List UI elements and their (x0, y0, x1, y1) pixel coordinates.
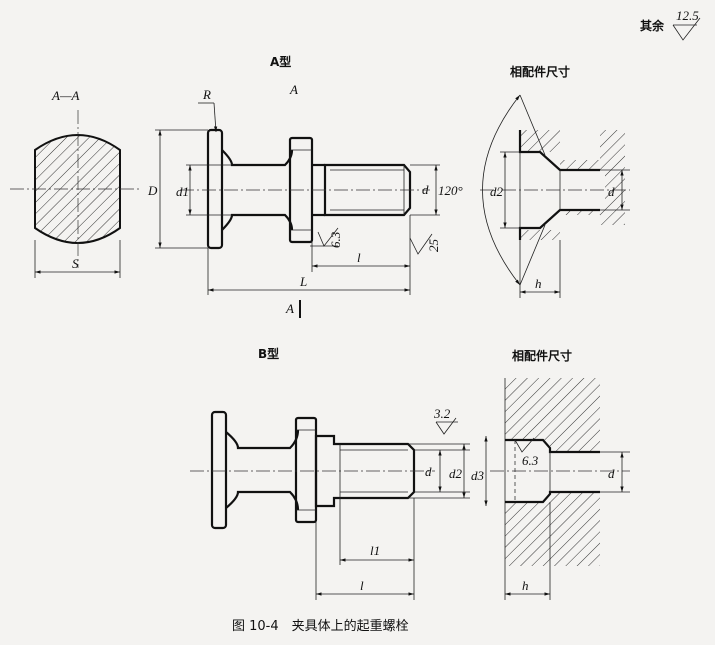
radius-label: R (202, 87, 211, 102)
mating-a-d: d (608, 184, 615, 199)
type-b-length-l1: l1 (370, 543, 380, 558)
mating-angle: 120° (438, 183, 463, 198)
type-a-mating: 相配件尺寸 120° d2 d h (438, 64, 630, 298)
type-b-mating-title: 相配件尺寸 (512, 348, 572, 363)
section-label: A—A (51, 88, 80, 103)
mating-a-d2: d2 (490, 184, 504, 199)
roughness-value: 12.5 (676, 8, 699, 23)
type-b-title: B型 (258, 346, 279, 361)
roughness-a-1: 6.3 (328, 231, 343, 248)
type-a-title: A型 (270, 54, 291, 69)
section-a-a: A—A S (10, 88, 140, 278)
type-b-mating: 相配件尺寸 6.3 d h (490, 348, 630, 600)
type-a-mating-title: 相配件尺寸 (510, 64, 570, 79)
roughness-a-2: 25 (426, 239, 441, 253)
cut-marker-a: A (285, 301, 294, 316)
type-a-bolt: R D d1 d l L 6.3 25 A (147, 87, 441, 318)
type-b-length-l: l (360, 578, 364, 593)
type-a-view-marker: A (289, 82, 298, 97)
dia-d1-label: d1 (176, 184, 189, 199)
dia-d-label: d (422, 182, 429, 197)
type-b-dia-d3: d3 (471, 468, 485, 483)
type-b-bolt: 3.2 d d2 d3 l1 l (190, 406, 488, 600)
width-label-s: S (72, 256, 79, 271)
mating-b-roughness: 6.3 (522, 453, 539, 468)
length-L-label: L (299, 274, 307, 289)
figure-caption: 图 10-4 夹具体上的起重螺栓 (232, 618, 409, 634)
mating-b-d: d (608, 466, 615, 481)
length-l-label: l (357, 250, 361, 265)
type-b-dia-d2: d2 (449, 466, 463, 481)
roughness-prefix: 其余 (640, 18, 665, 33)
mating-a-h: h (535, 276, 542, 291)
roughness-note: 其余 12.5 (640, 8, 701, 41)
type-b-dia-d: d (425, 464, 432, 479)
roughness-b-1: 3.2 (433, 406, 451, 421)
dia-D-label: D (147, 183, 158, 198)
mating-b-h: h (522, 578, 529, 593)
